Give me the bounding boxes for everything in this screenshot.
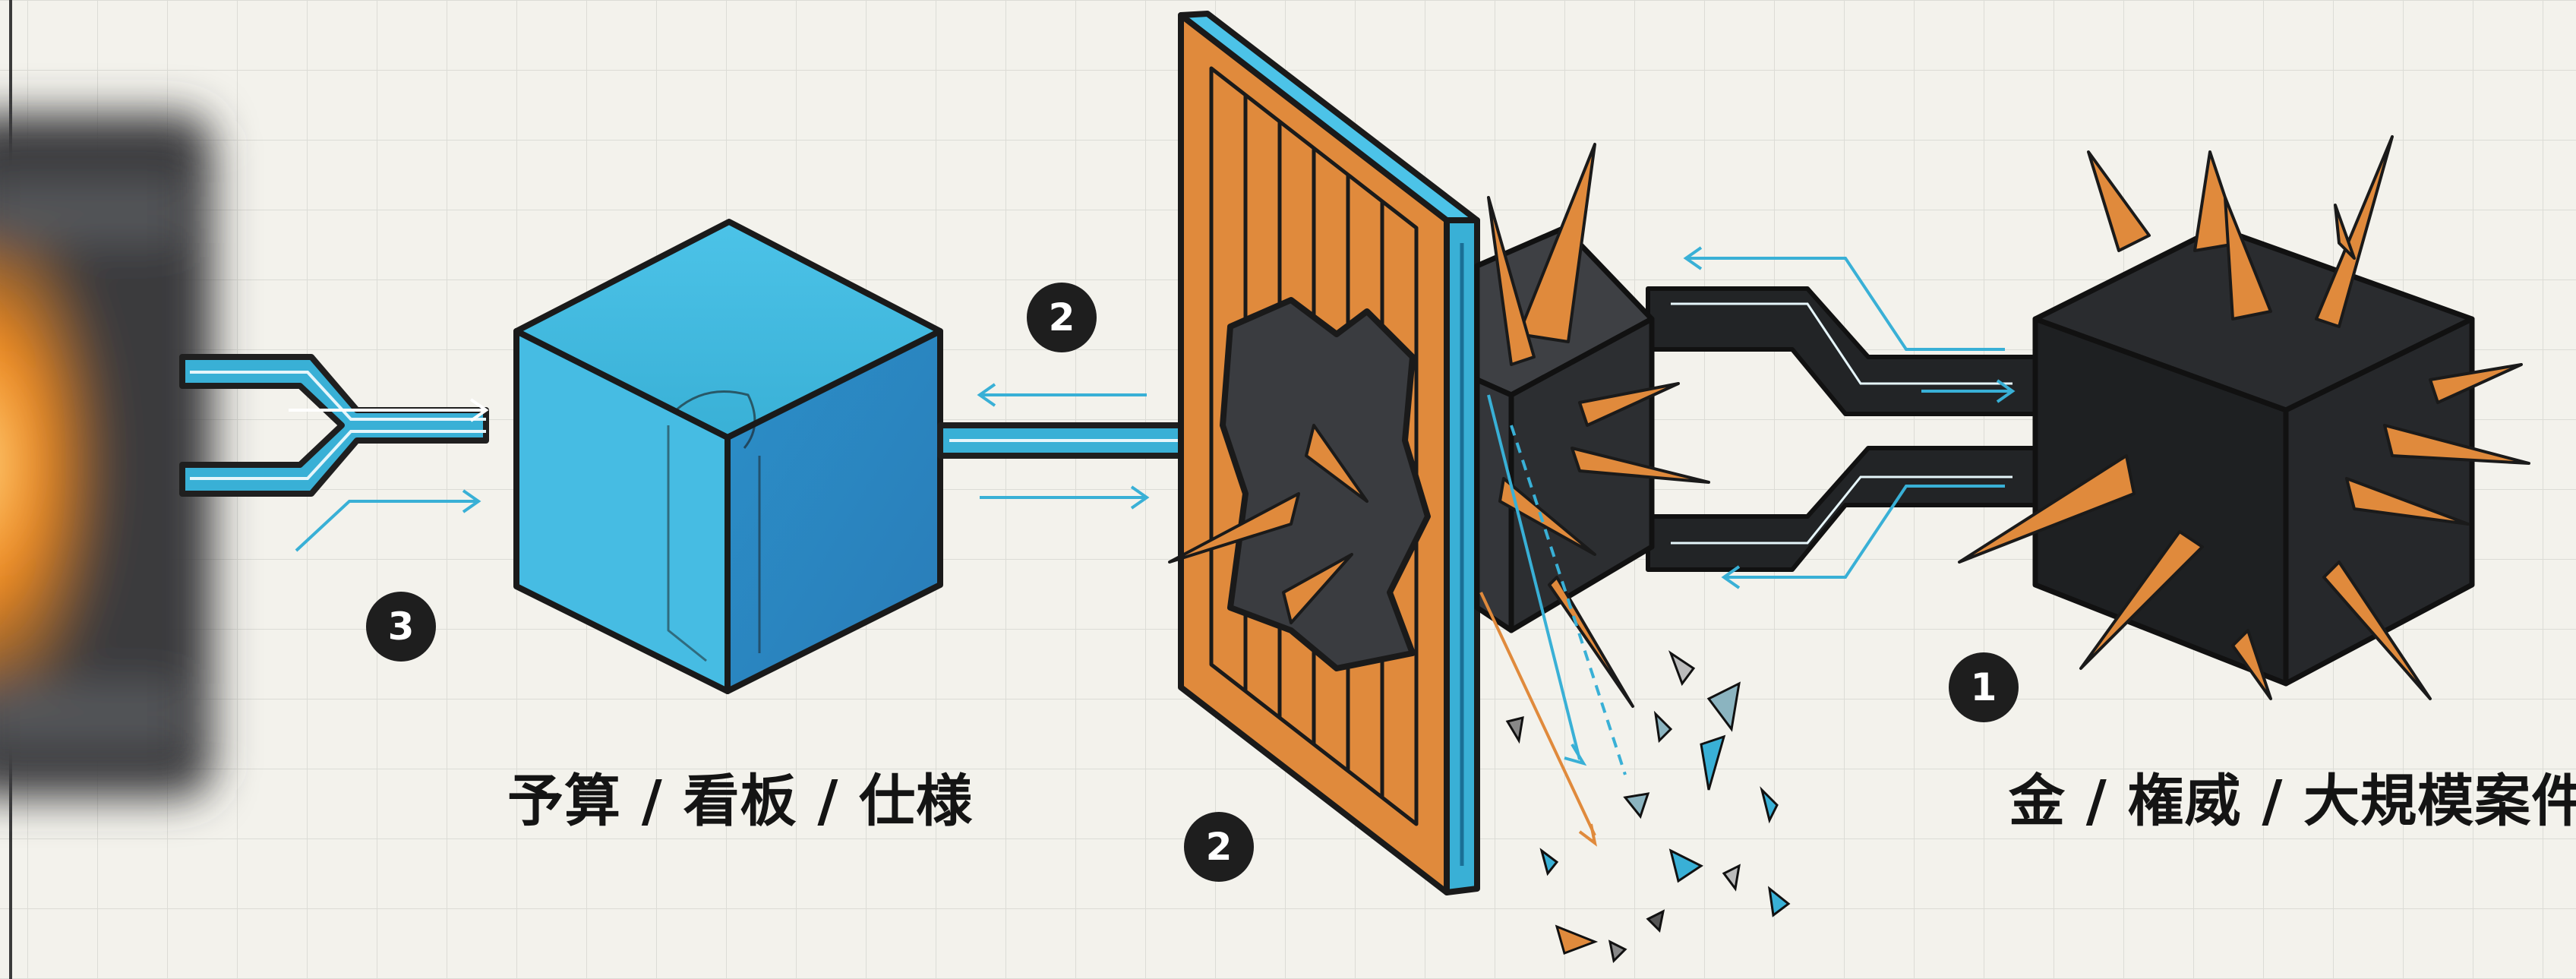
badge-3: 3 — [366, 592, 436, 662]
badge-2-top: 2 — [1027, 283, 1097, 352]
badge-1-text: 1 — [1971, 665, 1997, 709]
left-caption: 予算 / 看板 / 仕様 — [507, 756, 973, 837]
badge-2-bottom-text: 2 — [1206, 825, 1233, 869]
badge-2-bottom: 2 — [1184, 812, 1254, 882]
badge-2-top-text: 2 — [1049, 295, 1075, 339]
badge-1: 1 — [1949, 652, 2019, 722]
blurred-source-object — [0, 114, 213, 797]
right-caption: 金 / 権威 / 大規模案件 — [2009, 756, 2576, 837]
badge-3-text: 3 — [388, 605, 415, 649]
